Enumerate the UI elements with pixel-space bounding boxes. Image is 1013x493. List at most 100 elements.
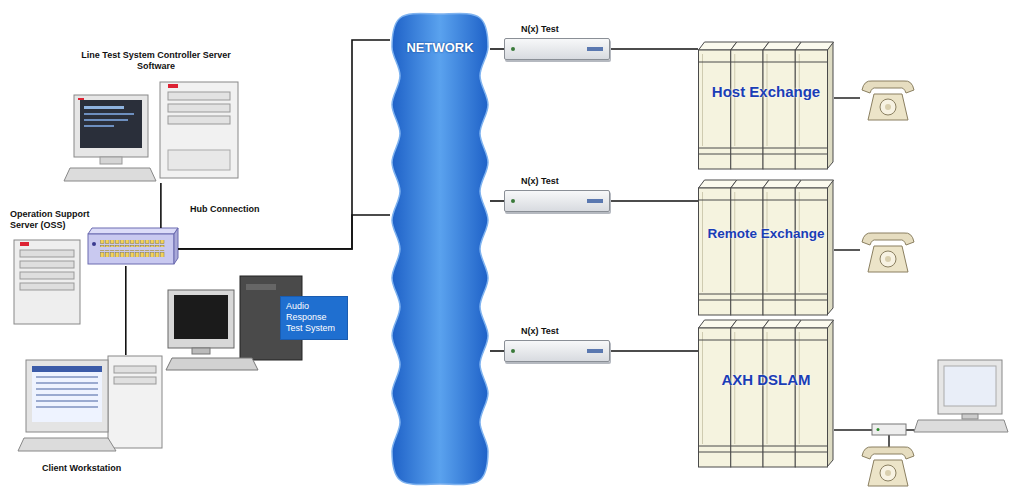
test-unit: N(x) Test: [504, 340, 610, 362]
cabinet-band: [699, 154, 828, 155]
audio-response-box: Audio Response Test System: [280, 296, 348, 340]
network-cloud: NETWORK: [390, 12, 490, 486]
cabinet-top: [731, 180, 769, 188]
controller-pc: [80, 100, 142, 148]
cabinet-label: Remote Exchange: [701, 223, 830, 245]
client-workstation: Client Workstation: [22, 355, 164, 453]
network-link: [160, 183, 162, 228]
telephone: [862, 81, 914, 486]
cabinet-band: [699, 340, 828, 341]
client-workstation: [114, 377, 156, 384]
network-link: [178, 215, 390, 249]
controller-pc: [160, 82, 238, 178]
client-workstation: [18, 438, 116, 451]
telephone: [862, 81, 914, 120]
hub-device: [174, 228, 178, 264]
cabinet-shape: [698, 318, 834, 468]
device-label: N(x) Test: [521, 24, 559, 35]
cabinet-column: [734, 192, 735, 292]
test-unit: N(x) Test: [504, 38, 610, 60]
cabinet-band: [699, 148, 828, 149]
client-workstation: [114, 366, 156, 373]
box-label: Audio Response Test System: [286, 301, 342, 334]
controller-pc: [84, 119, 128, 121]
cabinet-top: [795, 180, 833, 188]
controller-pc: [78, 98, 84, 100]
controller-pc: [168, 116, 230, 124]
modem: [877, 428, 880, 431]
telephone: [862, 233, 914, 272]
cabinet-column: [799, 192, 800, 292]
client-workstation: [36, 388, 98, 390]
dsl-computer: [962, 414, 978, 419]
front-panel: [587, 349, 603, 353]
controller-pc: [84, 106, 124, 109]
network-link: [178, 40, 390, 249]
controller-pc: [84, 125, 114, 127]
network-link: [610, 48, 698, 50]
controller-pc: [64, 82, 238, 181]
cabinet-column: [699, 188, 731, 315]
oss-server: [20, 261, 74, 268]
oss-server: [14, 240, 80, 324]
dsl-computer: [938, 360, 1002, 414]
cabinet-band: [699, 200, 828, 201]
cabinet-column: [767, 192, 768, 292]
device-label: N(x) Test: [521, 176, 559, 187]
cabinet-top: [731, 42, 769, 50]
oss-server: [14, 240, 80, 324]
oss-server: [20, 272, 74, 279]
front-panel: [587, 199, 603, 203]
client-workstation: [18, 356, 162, 451]
cabinet-top: [795, 42, 833, 50]
client-workstation: [36, 376, 98, 378]
hub-device: [88, 228, 178, 264]
client-workstation: [36, 400, 98, 402]
oss-server: [20, 283, 74, 290]
hub-device: [100, 250, 165, 257]
cabinet-column: [731, 188, 763, 315]
network-link: [490, 350, 504, 352]
cabinet-top: [763, 320, 801, 328]
modem: [872, 424, 906, 435]
network-link: [610, 200, 698, 202]
cloud-label: NETWORK: [390, 40, 490, 55]
oss-server: [20, 250, 74, 257]
client-workstation: [108, 356, 162, 448]
cabinet-band: [699, 446, 828, 447]
cloud-shape: [390, 12, 490, 486]
dslam-cabinet: AXH DSLAM: [698, 318, 834, 468]
front-panel: [587, 47, 603, 51]
status-led: [511, 349, 515, 353]
device-label: N(x) Test: [521, 326, 559, 337]
cabinet-band: [699, 452, 828, 453]
cabinet-band: [699, 62, 828, 63]
exchange-cabinet: Host Exchange: [698, 40, 834, 170]
controller-pc: [74, 95, 148, 157]
network-link: [125, 266, 127, 355]
cabinet-top: [699, 42, 737, 50]
cabinet-column: [702, 332, 703, 444]
cabinet-column: [731, 50, 763, 169]
client-workstation: [32, 366, 102, 372]
status-led: [511, 199, 515, 203]
cabinet-top: [795, 320, 833, 328]
hub: Hub Connection: [88, 228, 178, 266]
test-unit: N(x) Test: [504, 190, 610, 212]
cabinet-column: [795, 50, 827, 169]
device-label: Client Workstation: [42, 463, 121, 474]
client-workstation: [36, 394, 98, 396]
cabinet-column: [763, 50, 795, 169]
cabinet-column: [699, 50, 731, 169]
phone-wire: [834, 98, 916, 447]
cabinet-top: [699, 320, 737, 328]
modem: [872, 424, 906, 435]
cabinet-top: [763, 42, 801, 50]
client-workstation: [32, 366, 102, 422]
telephone: [862, 447, 914, 486]
server-pc: Line Test System Controller Server Softw…: [68, 80, 240, 183]
cabinet-band: [699, 300, 828, 301]
cabinet-column: [795, 188, 827, 315]
audio-response-pc: [246, 284, 276, 290]
hub-device: [88, 228, 178, 234]
